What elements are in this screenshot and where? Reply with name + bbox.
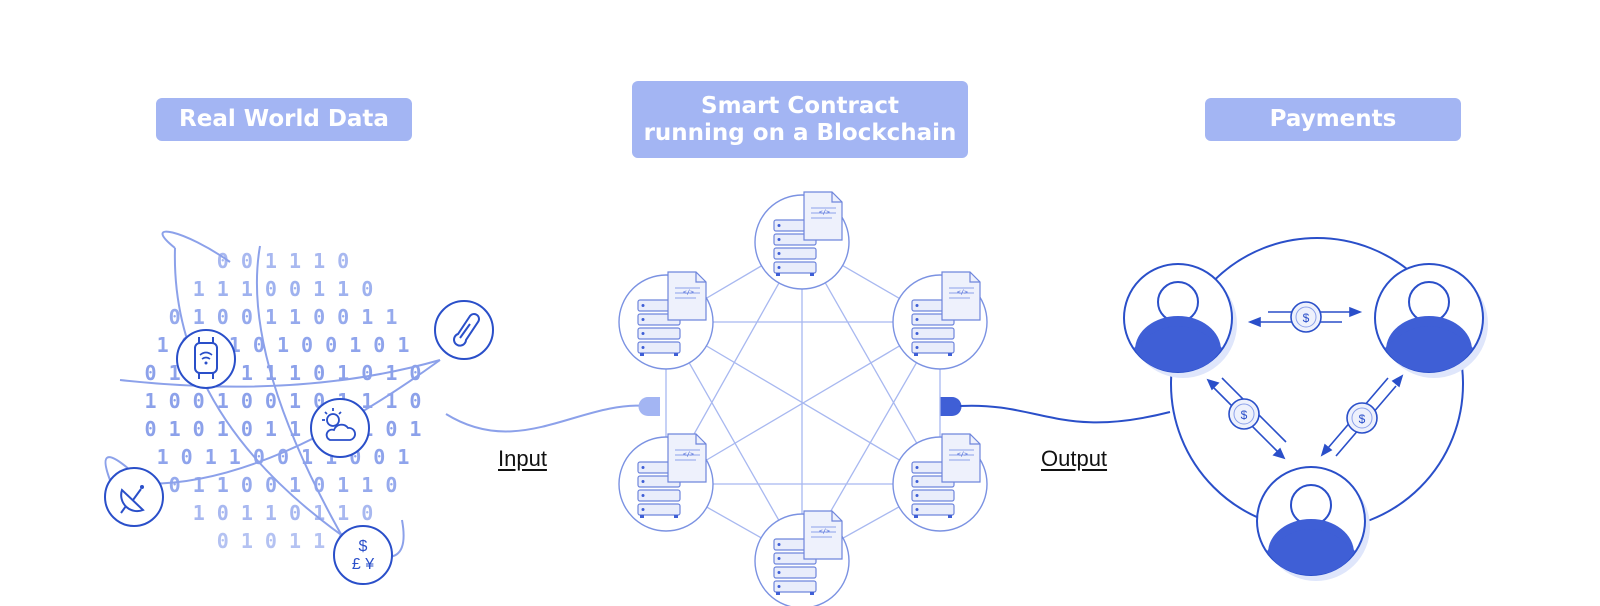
input-label: Input bbox=[498, 446, 547, 471]
smartwatch-icon bbox=[176, 329, 236, 389]
smart-contract-title-line2: running on a Blockchain bbox=[643, 119, 957, 146]
input-connector bbox=[638, 397, 660, 416]
coin-symbol: $ bbox=[1241, 408, 1248, 422]
blockchain-node: </> bbox=[754, 191, 850, 290]
output-label: Output bbox=[1041, 446, 1108, 471]
binary-row: 0 1 0 1 1 0 bbox=[217, 529, 349, 553]
binary-row: 1 0 1 1 0 1 1 0 bbox=[193, 501, 374, 525]
output-cable bbox=[959, 404, 1171, 424]
binary-row: 1 1 1 0 0 1 1 0 bbox=[193, 277, 374, 301]
coin-icon: $ bbox=[1346, 402, 1378, 434]
pound-yen-sign: £ ¥ bbox=[352, 556, 374, 573]
binary-row: 1 0 1 1 0 0 1 1 0 0 1 bbox=[157, 445, 410, 469]
code-tag: </> bbox=[819, 528, 830, 535]
coin-symbol: $ bbox=[1303, 311, 1310, 325]
coin-icon: $ bbox=[1290, 301, 1322, 333]
binary-row: 0 1 0 0 1 1 0 0 1 1 bbox=[169, 305, 398, 329]
coin-icon: $ bbox=[1228, 398, 1260, 430]
output-connector bbox=[940, 397, 962, 416]
binary-row: 0 0 1 1 1 0 bbox=[217, 249, 349, 273]
real-world-data-title-text: Real World Data bbox=[179, 106, 389, 132]
blockchain-node: </> bbox=[892, 271, 988, 370]
blockchain-node: </> bbox=[892, 433, 988, 532]
payments-title-text: Payments bbox=[1269, 106, 1397, 132]
real-world-data-title: Real World Data bbox=[156, 98, 412, 141]
smart-contract-title-line1: Smart Contract bbox=[701, 92, 899, 119]
currency-icon: $ £ ¥ bbox=[333, 525, 393, 585]
blockchain-node: </> bbox=[754, 510, 850, 606]
code-tag: </> bbox=[683, 451, 694, 458]
thermometer-icon bbox=[434, 300, 494, 360]
blockchain-network bbox=[665, 241, 941, 562]
code-tag: </> bbox=[819, 209, 830, 216]
user-avatar bbox=[1374, 263, 1488, 378]
user-avatar bbox=[1256, 466, 1370, 581]
smart-contract-title: Smart Contract running on a Blockchain bbox=[632, 81, 968, 158]
code-tag: </> bbox=[957, 289, 968, 296]
code-tag: </> bbox=[683, 289, 694, 296]
input-cable bbox=[445, 404, 649, 433]
dollar-sign: $ bbox=[359, 538, 368, 555]
binary-row: 0 1 1 0 0 1 0 1 1 0 bbox=[169, 473, 398, 497]
blockchain-node: </> bbox=[618, 433, 714, 532]
weather-icon bbox=[310, 398, 370, 458]
code-tag: </> bbox=[957, 451, 968, 458]
coin-symbol: $ bbox=[1359, 412, 1366, 426]
blockchain-node: </> bbox=[618, 271, 714, 370]
payments-title: Payments bbox=[1205, 98, 1461, 141]
satellite-dish-icon bbox=[104, 467, 164, 527]
binary-row: 0 1 0 1 0 1 1 0 0 1 0 1 bbox=[145, 417, 422, 441]
user-avatar bbox=[1123, 263, 1237, 378]
